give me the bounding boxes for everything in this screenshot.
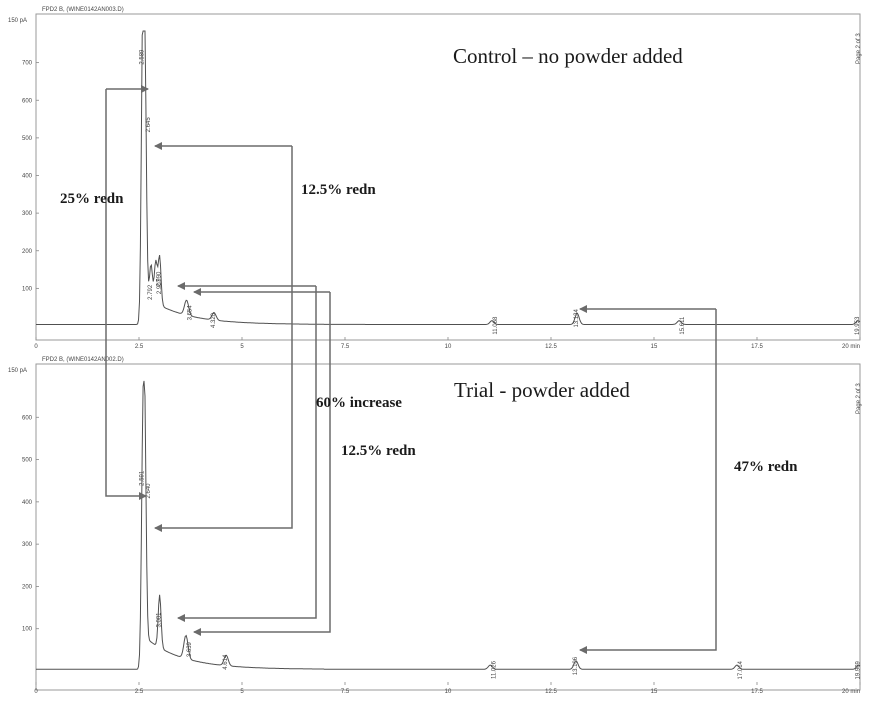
arrow-12-5-redn-b-bottom — [193, 292, 331, 636]
label-12-5-redn-a: 12.5% redn — [301, 182, 376, 198]
x-tick-label: 0 — [34, 344, 38, 350]
peak-label: 17.014 — [738, 660, 744, 679]
y-tick-label: 100 — [22, 286, 33, 292]
peak-label: 2.589 — [140, 49, 146, 65]
control-y-ticks: 100 200 300 400 500 600 700 — [22, 61, 39, 292]
control-chromatogram: FPD2 B, (WINE0142AN003.D) 150 pA Control… — [8, 7, 862, 350]
peak-label: 2.591 — [140, 470, 146, 486]
y-tick-label: 600 — [22, 415, 33, 421]
x-tick-label: 20 min — [842, 344, 860, 350]
trial-unit-label: 150 pA — [8, 368, 27, 374]
trial-plot-frame — [35, 363, 861, 691]
arrow-47-redn-bottom — [579, 309, 717, 654]
control-signal-trace — [36, 30, 861, 325]
peak-label: 15.611 — [680, 316, 686, 335]
label-12-5-redn-b: 12.5% redn — [341, 443, 416, 459]
peak-label: 11.026 — [491, 660, 497, 679]
annotation-labels: 25% redn 12.5% redn 60% increase 12.5% r… — [60, 182, 798, 475]
x-tick-label: 2.5 — [135, 344, 144, 350]
peak-label: 2.645 — [146, 117, 152, 133]
arrow-60-increase-bottom — [177, 286, 317, 622]
x-tick-label: 10 — [445, 689, 452, 695]
x-tick-label: 10 — [445, 344, 452, 350]
x-tick-label: 12.5 — [545, 689, 557, 695]
control-plot-frame — [35, 13, 861, 341]
x-tick-label: 15 — [651, 344, 658, 350]
peak-label: 2.640 — [146, 483, 152, 499]
peak-label: 19.953 — [855, 316, 861, 335]
y-tick-label: 200 — [22, 584, 33, 590]
peak-label: 4.614 — [223, 654, 229, 670]
x-tick-label: 12.5 — [545, 344, 557, 350]
trial-header: FPD2 B, (WINE0142AN002.D) — [42, 357, 124, 363]
peak-label: 11.068 — [493, 316, 499, 335]
peak-label: 3.001 — [157, 612, 163, 628]
label-60-increase: 60% increase — [316, 395, 402, 411]
trial-page-label: Page 2 of 3 — [856, 383, 862, 414]
peak-label: 3.639 — [187, 641, 193, 657]
x-tick-label: 7.5 — [341, 344, 350, 350]
arrow-25-redn — [105, 89, 147, 500]
x-tick-label: 17.5 — [751, 344, 763, 350]
trial-title: Trial - powder added — [454, 378, 630, 402]
x-tick-label: 5 — [240, 689, 244, 695]
trial-x-ticks: 0 2.5 5 7.5 10 12.5 15 17.5 20 min — [34, 682, 861, 695]
x-tick-label: 0 — [34, 689, 38, 695]
control-unit-label: 150 pA — [8, 18, 27, 24]
y-tick-label: 700 — [22, 61, 33, 67]
peak-label: 2.907 — [157, 278, 163, 294]
trial-signal-trace — [36, 380, 861, 670]
label-47-redn: 47% redn — [734, 459, 798, 475]
x-tick-label: 15 — [651, 689, 658, 695]
x-tick-label: 5 — [240, 344, 244, 350]
x-tick-label: 20 min — [842, 689, 860, 695]
y-tick-label: 300 — [22, 211, 33, 217]
y-tick-label: 300 — [22, 542, 33, 548]
control-x-ticks: 0 2.5 5 7.5 10 12.5 15 17.5 20 min — [34, 337, 861, 350]
y-tick-label: 500 — [22, 136, 33, 142]
label-25-redn: 25% redn — [60, 191, 124, 207]
y-tick-label: 200 — [22, 249, 33, 255]
control-header: FPD2 B, (WINE0142AN003.D) — [42, 7, 124, 13]
x-tick-label: 17.5 — [751, 689, 763, 695]
peak-label: 4.320 — [211, 312, 217, 328]
peak-label: 13.106 — [573, 656, 579, 675]
peak-label: 3.654 — [188, 305, 194, 321]
control-page-label: Page 2 of 3 — [856, 33, 862, 64]
y-tick-label: 500 — [22, 458, 33, 464]
peak-label: 2.792 — [148, 284, 154, 300]
trial-chromatogram: FPD2 B, (WINE0142AN002.D) 150 pA Trial -… — [8, 357, 862, 695]
control-title: Control – no powder added — [453, 44, 683, 68]
arrow-12-5-redn-a-bottom — [154, 146, 293, 532]
trial-y-ticks: 100 200 300 400 500 600 — [22, 415, 39, 633]
y-tick-label: 400 — [22, 174, 33, 180]
y-tick-label: 100 — [22, 627, 33, 633]
x-tick-label: 7.5 — [341, 689, 350, 695]
comparison-arrows — [105, 85, 717, 654]
peak-label: 13.134 — [574, 309, 580, 328]
y-tick-label: 400 — [22, 500, 33, 506]
peak-label: 19.969 — [856, 660, 862, 679]
y-tick-label: 600 — [22, 98, 33, 104]
peak-label: 2.990 — [157, 271, 163, 287]
x-tick-label: 2.5 — [135, 689, 144, 695]
